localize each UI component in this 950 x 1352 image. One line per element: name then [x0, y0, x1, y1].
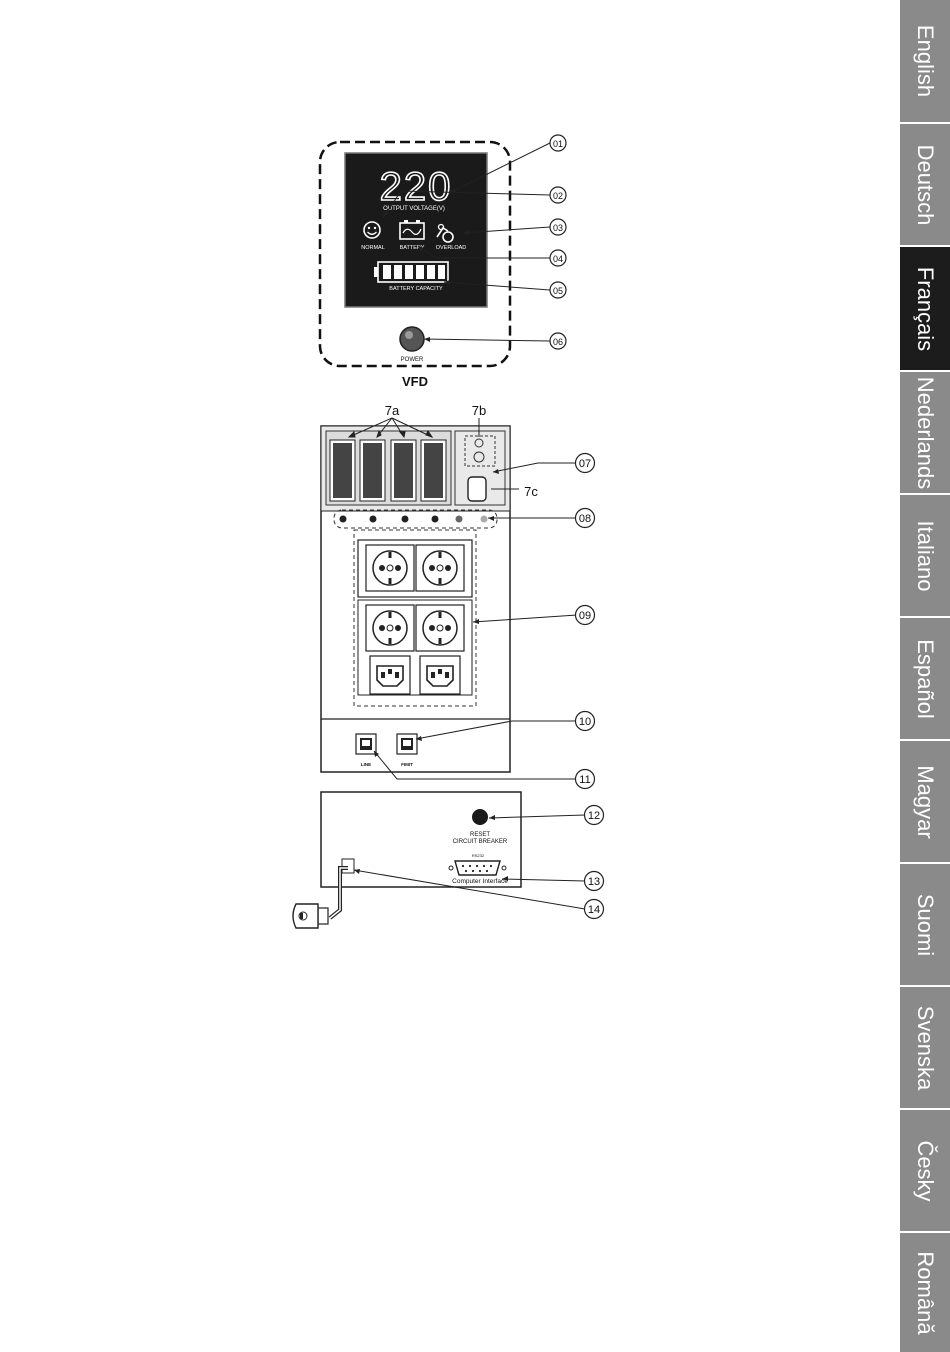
power-cord	[293, 859, 354, 928]
tab-label: Suomi	[912, 893, 938, 955]
rocker-switch[interactable]	[468, 477, 486, 501]
tab-magyar[interactable]: Magyar	[900, 741, 950, 862]
tab-suomi[interactable]: Suomi	[900, 864, 950, 985]
port-line-label: LINE	[361, 762, 371, 767]
tab-cesky[interactable]: Česky	[900, 1110, 950, 1231]
normal-label: NORMAL	[361, 245, 385, 251]
tab-english[interactable]: English	[900, 0, 950, 122]
tab-label: Nederlands	[912, 376, 938, 489]
voltage-readout: 220	[380, 165, 453, 209]
rear-panel: LINE FIMIT	[321, 426, 510, 772]
tab-romana[interactable]: Română	[900, 1233, 950, 1352]
callout-10: 10	[579, 716, 591, 728]
rs232-label: RS232	[472, 853, 485, 858]
callout-07: 07	[579, 458, 591, 470]
callout-11: 11	[579, 774, 590, 786]
bottom-panel: RESET CIRCUIT BREAKER RS232 Computer Int…	[293, 792, 521, 928]
callout-circles	[550, 135, 604, 919]
reset-label: RESET	[470, 832, 490, 838]
circuit-breaker-label: CIRCUIT BREAKER	[453, 839, 508, 845]
language-tabs: English Deutsch Français Nederlands Ital…	[900, 0, 950, 1352]
tab-francais[interactable]: Français	[900, 247, 950, 370]
label-7b: 7b	[472, 403, 486, 418]
tab-svenska[interactable]: Svenska	[900, 987, 950, 1108]
overload-label: OVERLOAD	[436, 245, 467, 251]
label-7a: 7a	[385, 403, 400, 418]
callout-08: 08	[579, 513, 591, 525]
tab-label: Svenska	[912, 1005, 938, 1089]
port-fimit-label: FIMIT	[401, 762, 413, 767]
tab-label: Română	[912, 1251, 938, 1334]
tab-italiano[interactable]: Italiano	[900, 495, 950, 616]
tab-label: Deutsch	[912, 144, 938, 225]
vfd-label: VFD	[402, 374, 428, 389]
tab-label: Česky	[912, 1140, 938, 1201]
callout-06: 06	[553, 337, 563, 347]
ups-diagram: 220 OUTPUT VOLTAGE(V) NORMAL BATTERY OVE…	[0, 0, 900, 1352]
iec-outlet-2	[420, 656, 460, 694]
computer-interface-label: Computer Interface	[452, 878, 508, 885]
callout-13: 13	[588, 876, 600, 888]
callout-12: 12	[588, 810, 600, 822]
tab-deutsch[interactable]: Deutsch	[900, 124, 950, 245]
iec-outlet-1	[370, 656, 410, 694]
battery-capacity-label: BATTERY CAPACITY	[389, 286, 443, 292]
schuko-outlet-1	[366, 545, 414, 591]
schuko-outlet-2	[416, 545, 464, 591]
power-button[interactable]	[400, 327, 424, 351]
front-panel: 220 OUTPUT VOLTAGE(V) NORMAL BATTERY OVE…	[320, 142, 510, 389]
output-voltage-label: OUTPUT VOLTAGE(V)	[383, 206, 445, 212]
tab-label: Magyar	[912, 765, 938, 838]
schuko-outlet-3	[366, 605, 414, 651]
callout-02: 02	[553, 191, 563, 201]
tab-espanol[interactable]: Español	[900, 618, 950, 739]
callout-05: 05	[553, 286, 563, 296]
label-7c: 7c	[524, 484, 538, 499]
schuko-outlet-4	[416, 605, 464, 651]
tab-label: Italiano	[912, 520, 938, 591]
callout-04: 04	[553, 254, 563, 264]
callout-14: 14	[588, 904, 600, 916]
callout-09: 09	[579, 610, 591, 622]
tab-label: Español	[912, 639, 938, 719]
power-label: POWER	[401, 357, 424, 363]
tab-label: Français	[912, 266, 938, 350]
callout-numbers: 01 02 03 04 05 06 07 08 09 10 11 12 13 1…	[553, 139, 600, 916]
callout-03: 03	[553, 223, 563, 233]
tab-nederlands[interactable]: Nederlands	[900, 372, 950, 493]
callout-01: 01	[553, 139, 563, 149]
rj-port-line[interactable]	[356, 734, 376, 754]
rj-port-fimit[interactable]	[397, 734, 417, 754]
reset-button[interactable]	[472, 809, 488, 825]
serial-port[interactable]	[449, 861, 506, 875]
tab-label: English	[912, 25, 938, 97]
led-row	[340, 516, 488, 523]
